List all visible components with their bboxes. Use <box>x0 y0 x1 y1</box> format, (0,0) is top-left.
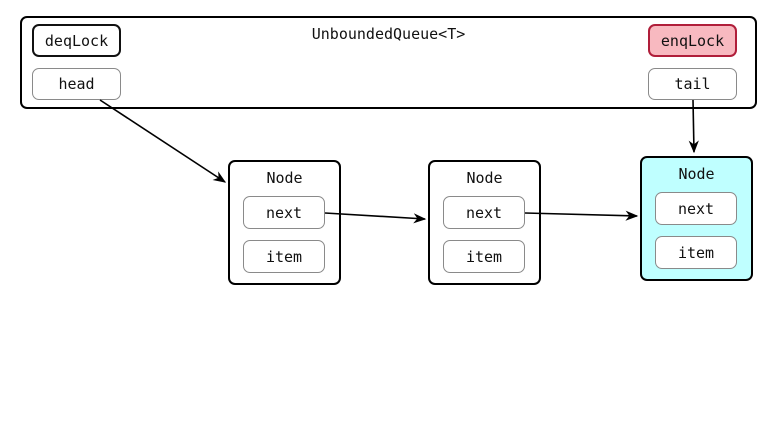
deq-lock-field: deqLock <box>32 24 121 57</box>
node-item-field-1: item <box>243 240 325 273</box>
node-item-field-2: item <box>443 240 525 273</box>
node-next-field-2: next <box>443 196 525 229</box>
head-pointer-arrow <box>99 99 227 183</box>
node-title-3: Node <box>678 165 715 183</box>
enq-lock-field: enqLock <box>648 24 737 57</box>
node-title-2: Node <box>466 169 503 187</box>
node2-next-arrow <box>524 210 639 221</box>
node-title-1: Node <box>266 169 303 187</box>
queue-title: UnboundedQueue<T> <box>311 25 466 43</box>
node-next-field-1: next <box>243 196 325 229</box>
head-field: head <box>32 68 121 100</box>
node-next-field-3: next <box>655 192 737 225</box>
unbounded-queue-box <box>20 16 757 109</box>
tail-field: tail <box>648 68 737 100</box>
node-item-field-3: item <box>655 236 737 269</box>
